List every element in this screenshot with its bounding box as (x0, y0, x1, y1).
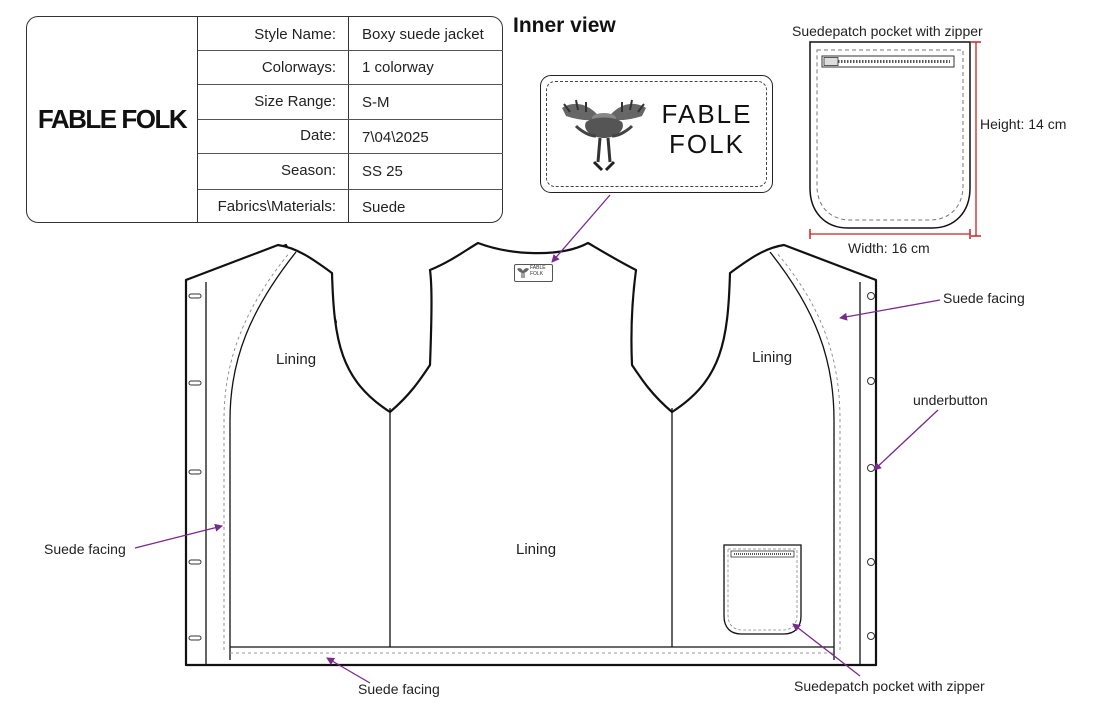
buttons (867, 292, 875, 640)
lining-label-center: Lining (516, 541, 557, 558)
brand-cell: FABLE FOLK (26, 16, 198, 223)
pocket-height-label: Height: 14 cm (980, 116, 1067, 132)
table-row-line (198, 189, 503, 190)
spec-label-size: Size Range: (254, 93, 336, 110)
lining-label-left: Lining (276, 351, 317, 368)
pocket-width-label: Width: 16 cm (848, 240, 930, 256)
spec-label-fabrics: Fabrics\Materials: (217, 198, 336, 215)
spec-value-season: SS 25 (362, 163, 403, 180)
facing-label-right: Suede facing (943, 290, 1025, 306)
garment-pocket (723, 544, 802, 635)
underbutton-label: underbutton (913, 392, 988, 408)
spec-label-season: Season: (280, 162, 336, 179)
brand-label (540, 75, 773, 193)
label-brand-line1: FABLE (661, 99, 753, 129)
table-row-line (198, 84, 503, 85)
mini-bird-logo-icon (517, 268, 529, 278)
spec-value-date: 7\04\2025 (362, 129, 429, 146)
callout-arrows (134, 194, 941, 684)
facing-label-bottom: Suede facing (358, 681, 440, 697)
spec-value-colorways: 1 colorway (362, 59, 434, 76)
buttonholes (188, 293, 202, 641)
label-stitching (546, 81, 767, 187)
label-brand-line2: FOLK (669, 129, 745, 159)
bird-logo-icon (562, 99, 646, 172)
brand-name: FABLE FOLK (37, 104, 188, 134)
pocket-detail-drawing (809, 41, 981, 239)
spec-value-fabrics: Suede (362, 199, 406, 216)
spec-value-size: S-M (362, 94, 390, 111)
facing-label-left: Suede facing (44, 541, 126, 557)
table-divider (197, 16, 199, 223)
spec-label-colorways: Colorways: (261, 59, 336, 76)
view-title: Inner view (513, 14, 616, 37)
pocket-label-bottom: Suedepatch pocket with zipper (794, 678, 985, 694)
pocket-detail-title: Suedepatch pocket with zipper (792, 23, 983, 39)
spec-value-style: Boxy suede jacket (362, 26, 484, 43)
spec-label-date: Date: (300, 127, 336, 144)
table-row-line (198, 50, 503, 51)
spec-label-style: Style Name: (254, 26, 336, 43)
table-row-line (198, 153, 503, 154)
lining-label-right: Lining (752, 349, 793, 366)
table-row-line (198, 119, 503, 120)
garment-outline (184, 241, 878, 667)
